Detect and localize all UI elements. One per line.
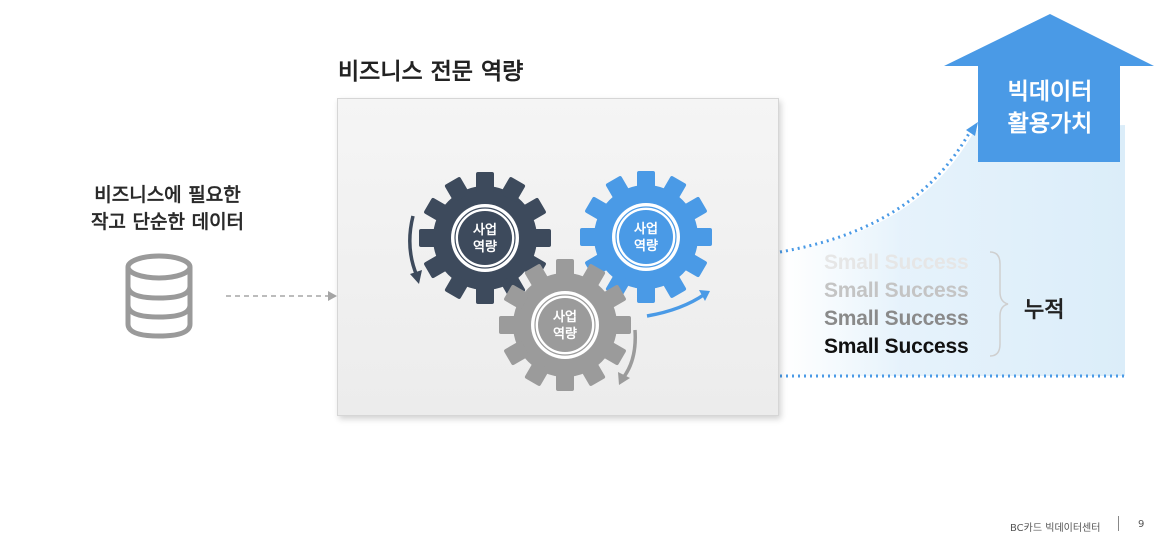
arrow-label-line1: 빅데이터 [1007, 79, 1093, 105]
rotate-arrow-dark [408, 215, 419, 277]
arrow-label-line2: 활용가치 [1007, 111, 1093, 137]
rotate-arrow-dark-head [410, 270, 422, 284]
success-item: Small Success [824, 335, 969, 358]
gear-label-line2: 역량 [553, 327, 577, 342]
database-icon [125, 253, 193, 339]
growth-area [780, 125, 1125, 376]
rotate-arrow-blue [646, 292, 706, 318]
accumulate-label: 누적 [1024, 298, 1065, 323]
rotate-arrow-gray-head [618, 372, 630, 385]
growth-curve [779, 127, 974, 254]
footer-org: BC카드 빅데이터센터 [1010, 523, 1101, 534]
gear-label-line1: 사업 [473, 223, 497, 238]
gear-label-line1: 사업 [634, 222, 658, 237]
page-number: 9 [1138, 519, 1145, 530]
left-title: 비즈니스에 필요한 작고 단순한 데이터 [60, 182, 275, 236]
gear-label-line2: 역량 [473, 240, 497, 255]
gear-label-line1: 사업 [553, 310, 577, 325]
gear-label-gray: 사업 역량 [535, 309, 595, 343]
gear-blue [580, 171, 712, 303]
rotate-arrow-blue-head [699, 290, 710, 301]
left-title-line1: 비즈니스에 필요한 [94, 184, 241, 206]
gear-gray [499, 259, 631, 391]
gear-label-dark: 사업 역량 [455, 222, 515, 256]
success-bracket [989, 251, 1009, 357]
value-arrow [944, 14, 1154, 162]
left-title-line2: 작고 단순한 데이터 [90, 211, 245, 233]
success-item: Small Success [824, 251, 969, 274]
gears-graphic [408, 171, 712, 391]
success-item: Small Success [824, 307, 969, 330]
growth-curve-arrowhead [966, 122, 978, 136]
gear-label-line2: 역량 [634, 239, 658, 254]
gear-label-blue: 사업 역량 [616, 221, 676, 255]
panel-title: 비즈니스 전문 역량 [338, 59, 524, 85]
footer-separator [1118, 516, 1119, 531]
rotate-arrow-gray [621, 329, 637, 380]
dashed-arrow [226, 291, 337, 301]
success-item: Small Success [824, 279, 969, 302]
gear-dark [419, 172, 551, 304]
arrow-label: 빅데이터 활용가치 [975, 76, 1125, 140]
